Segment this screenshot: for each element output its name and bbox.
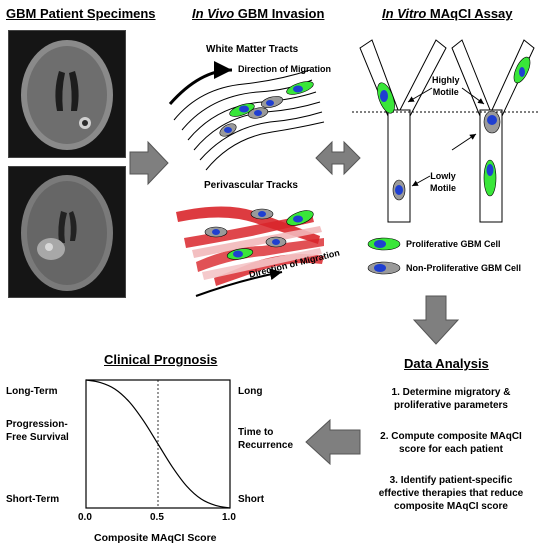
mri-brain-top-icon bbox=[9, 31, 125, 157]
prognosis-right-top-label: Long bbox=[238, 386, 263, 397]
mri-image-bottom bbox=[8, 166, 126, 298]
analysis-step-3-line1: 3. Identify patient-specific bbox=[389, 475, 513, 486]
prognosis-left-mid-label: Progression- Free Survival bbox=[6, 418, 69, 444]
x-tick-1: 1.0 bbox=[222, 512, 236, 523]
analysis-step-1-line1: 1. Determine migratory & bbox=[391, 387, 511, 398]
mri-brain-bottom-icon bbox=[9, 167, 125, 297]
prognosis-left-mid-line2: Free Survival bbox=[6, 432, 69, 443]
prognosis-right-mid-line1: Time to bbox=[238, 427, 274, 438]
header-data-analysis: Data Analysis bbox=[404, 356, 489, 371]
analysis-step-3: 3. Identify patient-specific effective t… bbox=[366, 474, 536, 513]
chart-series-line bbox=[85, 379, 231, 509]
white-matter-direction-label: Direction of Migration bbox=[238, 64, 331, 74]
analysis-step-2-line1: 2. Compute composite MAqCI bbox=[380, 431, 522, 442]
prognosis-left-top-label: Long-Term bbox=[6, 386, 58, 397]
analysis-step-3-line3: composite MAqCI score bbox=[394, 501, 508, 512]
x-tick-0: 0.0 bbox=[78, 512, 92, 523]
header-in-vitro-italic: In Vitro bbox=[382, 6, 427, 21]
analysis-step-1-line2: proliferative parameters bbox=[394, 400, 508, 411]
analysis-step-2: 2. Compute composite MAqCI score for eac… bbox=[366, 430, 536, 456]
x-tick-05: 0.5 bbox=[150, 512, 164, 523]
arrow-down-to-analysis-icon bbox=[412, 295, 460, 345]
analysis-step-2-line2: score for each patient bbox=[399, 444, 503, 455]
arrow-left-to-prognosis-icon bbox=[305, 418, 361, 466]
legend-proliferative-label: Proliferative GBM Cell bbox=[406, 239, 501, 249]
prognosis-left-bottom-label: Short-Term bbox=[6, 494, 60, 505]
legend-non-proliferative-cell-icon bbox=[367, 261, 401, 275]
header-gbm-patient-specimens: GBM Patient Specimens bbox=[6, 6, 156, 21]
legend-non-proliferative-label: Non-Proliferative GBM Cell bbox=[406, 263, 522, 273]
prognosis-right-mid-label: Time to Recurrence bbox=[238, 426, 293, 452]
prognosis-left-mid-line1: Progression- bbox=[6, 419, 68, 430]
x-axis-label: Composite MAqCI Score bbox=[94, 532, 217, 544]
white-matter-tracts-title: White Matter Tracts bbox=[206, 44, 299, 55]
prognosis-right-mid-line2: Recurrence bbox=[238, 440, 294, 451]
header-in-vitro-rest: MAqCI Assay bbox=[426, 6, 513, 21]
lowly-motile-label: Lowly Motile bbox=[430, 170, 456, 194]
header-in-vivo-italic: In Vivo bbox=[192, 6, 235, 21]
prognosis-chart bbox=[85, 379, 231, 509]
highly-motile-line1: Highly bbox=[432, 75, 460, 85]
perivascular-tracks-title: Perivascular Tracks bbox=[204, 180, 298, 191]
double-arrow-icon bbox=[315, 140, 361, 176]
prognosis-right-bottom-label: Short bbox=[238, 494, 265, 505]
header-in-vitro-assay: In Vitro MAqCI Assay bbox=[382, 6, 513, 21]
lowly-motile-line1: Lowly bbox=[430, 171, 456, 181]
legend-proliferative-cell-icon bbox=[367, 237, 401, 251]
header-in-vivo-rest: GBM Invasion bbox=[234, 6, 325, 21]
highly-motile-line2: Motile bbox=[432, 87, 459, 97]
invitro-channels-drawing bbox=[352, 39, 540, 223]
analysis-step-1: 1. Determine migratory & proliferative p… bbox=[366, 386, 536, 412]
analysis-step-3-line2: effective therapies that reduce bbox=[378, 488, 524, 499]
arrow-specimens-to-invivo-icon bbox=[129, 140, 169, 186]
white-matter-tracts-drawing bbox=[168, 61, 325, 171]
lowly-motile-line2: Motile bbox=[430, 183, 456, 193]
header-clinical-prognosis: Clinical Prognosis bbox=[104, 352, 218, 367]
highly-motile-label: Highly Motile bbox=[432, 74, 460, 98]
mri-image-top bbox=[8, 30, 126, 158]
perivascular-tracks-drawing bbox=[176, 206, 324, 297]
header-in-vivo-invasion: In Vivo GBM Invasion bbox=[192, 6, 324, 21]
